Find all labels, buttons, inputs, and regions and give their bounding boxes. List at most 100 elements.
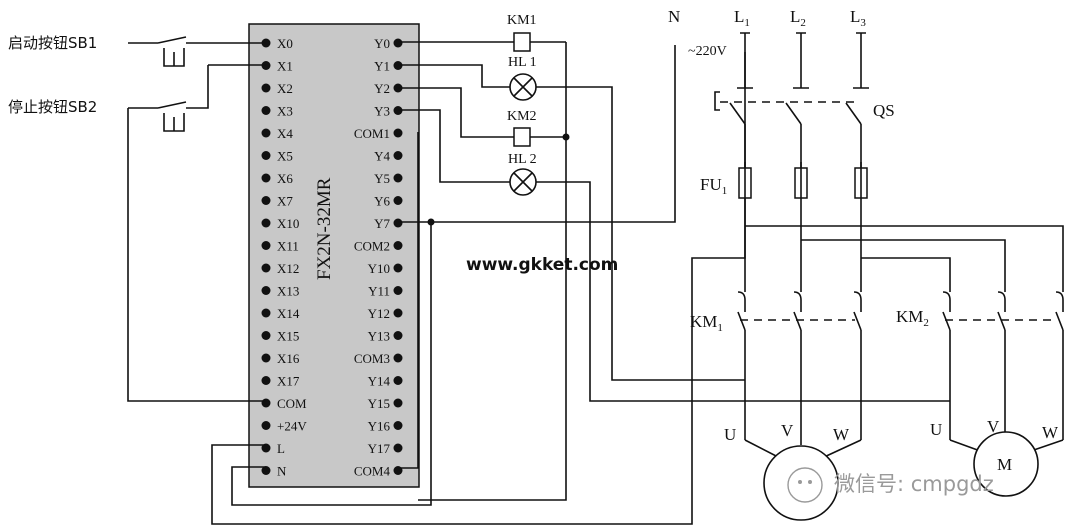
l1-label: L1: [734, 7, 750, 29]
stop-button-label: 停止按钮SB2: [8, 98, 97, 116]
qs-label: QS: [873, 101, 895, 120]
plc-input-terminal-label: X13: [277, 284, 299, 299]
plc-body: [248, 23, 420, 488]
plc-input-terminal-dot: [261, 106, 271, 115]
plc-input-terminal-label: X0: [277, 36, 293, 51]
start-button-label: 启动按钮SB1: [8, 34, 97, 52]
plc-input-terminal-label: X16: [277, 351, 300, 366]
plc-input-terminal-label: L: [277, 441, 285, 456]
site-watermark: www.gkket.com: [466, 255, 618, 275]
motor-2: U V W M: [930, 417, 1064, 497]
km2-contactor-label: KM2: [896, 307, 929, 329]
output-loads: KM1 HL 1 KM2 HL 2: [398, 13, 950, 501]
plc-input-terminal-dot: [261, 196, 271, 205]
plc-output-terminal-label: COM3: [354, 351, 390, 366]
wechat-logo-icon: [787, 467, 823, 503]
plc-input-terminal-dot: [261, 353, 271, 363]
plc-input-terminal-label: X6: [277, 171, 293, 186]
plc-output-terminal-dot: [393, 263, 403, 273]
plc-input-terminal-label: X10: [277, 216, 299, 231]
plc-model-label: FX2N-32MR: [314, 177, 335, 280]
plc-input-terminal-dot: [261, 466, 271, 475]
plc-output-terminal-dot: [393, 196, 403, 205]
plc-output-terminal-label: Y5: [374, 171, 390, 186]
plc-input-terminal-dot: [261, 173, 271, 183]
voltage-label: ~220V: [688, 44, 727, 59]
wechat-watermark-text: 微信号: cmpgdz: [834, 472, 994, 496]
plc-output-terminal-label: Y16: [368, 419, 391, 434]
plc-output-terminal-dot: [393, 128, 403, 138]
motor2-v-label: V: [987, 417, 1000, 436]
plc-input-terminal-label: X12: [277, 261, 299, 276]
hl2-lamp-label: HL 2: [508, 152, 537, 167]
plc-output-terminal-label: Y15: [368, 396, 390, 411]
l3-label: L3: [850, 7, 866, 29]
plc-input-terminal-dot: [261, 218, 271, 228]
start-button-sb1: 启动按钮SB1: [8, 34, 266, 90]
plc-input-terminal-dot: [261, 151, 271, 160]
motor1-u-label: U: [724, 425, 736, 444]
plc-output-terminal-label: Y7: [374, 216, 390, 231]
plc-output-terminal-dot: [393, 421, 403, 430]
km1-coil: [513, 32, 531, 52]
wechat-watermark: 微信号: cmpgdz: [787, 467, 994, 503]
plc-output-terminal-label: COM1: [354, 126, 390, 141]
motor2-label: M: [997, 455, 1012, 474]
plc-output-terminal-dot: [393, 376, 403, 385]
plc-output-terminal-label: Y14: [368, 374, 391, 389]
km2-coil-label: KM2: [507, 109, 537, 124]
plc-input-terminal-label: X4: [277, 126, 293, 141]
plc-input-terminal-dot: [261, 128, 271, 138]
plc-input-terminal-label: X17: [277, 374, 300, 389]
plc-input-terminals: X0X1X2X3X4X5X6X7X10X11X12X13X14X15X16X17…: [261, 36, 307, 479]
plc-input-terminal-label: X3: [277, 104, 293, 119]
plc-output-terminal-dot: [393, 173, 403, 183]
plc-output-terminal-label: Y3: [374, 104, 390, 119]
plc-output-terminal-label: Y13: [368, 329, 390, 344]
plc-input-terminal-dot: [261, 263, 271, 273]
plc-output-terminal-dot: [393, 218, 403, 228]
motor1-v-label: V: [781, 421, 794, 440]
plc-input-terminal-dot: [261, 421, 271, 430]
motor2-circle: [973, 431, 1039, 497]
plc-input-terminal-dot: [261, 308, 271, 318]
plc-output-terminal-label: Y11: [368, 284, 390, 299]
plc-input-terminal-dot: [261, 286, 271, 295]
plc-input-terminal-dot: [261, 241, 271, 250]
l2-label: L2: [790, 7, 806, 29]
plc-output-terminal-label: Y10: [368, 261, 390, 276]
plc-input-terminal-dot: [261, 83, 271, 93]
plc-input-terminal-dot: [261, 331, 271, 340]
km1-contactor-label: KM1: [690, 312, 723, 334]
main-power-circuit: N L1 L2 L3 ~220V QS FU1 KM1: [668, 7, 1064, 440]
fu1-label: FU1: [700, 175, 727, 197]
plc-input-terminal-label: X1: [277, 59, 293, 74]
motor1-w-label: W: [833, 425, 850, 444]
plc-input-terminal-label: N: [277, 464, 287, 479]
stop-button-sb2: 停止按钮SB2: [8, 90, 266, 402]
plc-output-terminal-dot: [393, 38, 403, 48]
plc-output-terminal-label: Y4: [374, 149, 390, 164]
plc-output-terminal-dot: [393, 286, 403, 295]
plc-output-terminal-label: Y6: [374, 194, 390, 209]
plc-input-terminal-label: X14: [277, 306, 300, 321]
plc-input-terminal-label: X15: [277, 329, 299, 344]
km2-coil: [513, 127, 531, 147]
plc-input-terminal-label: X5: [277, 149, 293, 164]
plc-input-terminal-dot: [261, 398, 271, 408]
plc-input-terminal-label: COM: [277, 396, 307, 411]
plc-output-terminal-dot: [393, 443, 403, 453]
plc-output-terminal-label: Y12: [368, 306, 390, 321]
plc-output-terminal-dot: [393, 353, 403, 363]
plc-output-terminal-dot: [393, 398, 403, 408]
plc-output-terminal-dot: [393, 331, 403, 340]
plc-input-terminal-label: X2: [277, 81, 293, 96]
plc-output-terminal-dot: [393, 241, 403, 250]
plc-output-terminal-dot: [393, 151, 403, 160]
motor2-u-label: U: [930, 420, 942, 439]
hl1-lamp-label: HL 1: [508, 55, 537, 70]
km1-coil-label: KM1: [507, 13, 537, 28]
plc-output-terminal-dot: [393, 308, 403, 318]
plc-input-terminal-dot: [261, 376, 271, 385]
